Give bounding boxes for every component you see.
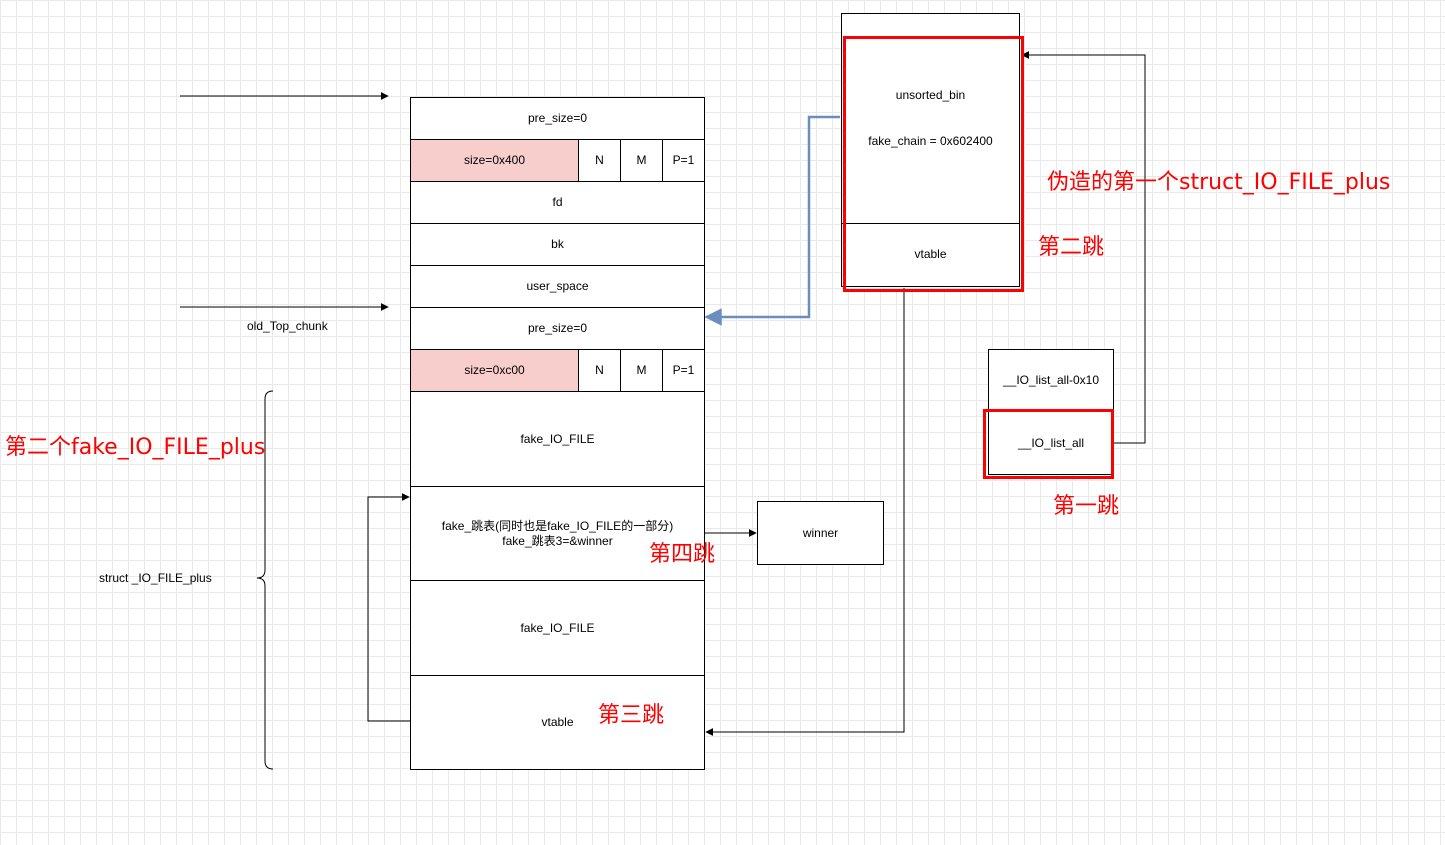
pre-size-1-text: pre_size=0 bbox=[527, 111, 588, 125]
size-1-text: size=0x400 bbox=[463, 153, 526, 167]
second-jump-annotation: 第二跳 bbox=[1038, 235, 1105, 260]
winner-box: winner bbox=[757, 501, 884, 565]
fake-first-struct-annotation: 伪造的第一个struct_IO_FILE_plus bbox=[1047, 170, 1391, 195]
loop-arrow-vtable-to-jump bbox=[367, 493, 410, 722]
struct-io-file-plus-label: struct _IO_FILE_plus bbox=[99, 571, 212, 585]
first-struct-box: unsorted_bin fake_chain = 0x602400 vtabl… bbox=[841, 13, 1020, 287]
m-1-text: M bbox=[636, 153, 647, 167]
io-list-all-highlight bbox=[983, 409, 1114, 479]
fake-chain-text: fake_chain = 0x602400 bbox=[868, 134, 993, 148]
chunk-pre-size-2: pre_size=0 bbox=[410, 307, 705, 350]
pre-size-2-text: pre_size=0 bbox=[527, 321, 588, 335]
chunk-p-1: P=1 bbox=[662, 139, 705, 182]
chunk-fake-io-file-1: fake_IO_FILE bbox=[410, 391, 705, 487]
chunk-fd: fd bbox=[410, 181, 705, 224]
chunk-bk: bk bbox=[410, 223, 705, 266]
io-list-all-minus-text: __IO_list_all-0x10 bbox=[1002, 373, 1100, 387]
chunk-n-2: N bbox=[578, 349, 621, 392]
chunk-n-1: N bbox=[578, 139, 621, 182]
n-1-text: N bbox=[595, 153, 604, 167]
arrow-vtable-to-vtable bbox=[705, 288, 905, 736]
arrow-io-list-to-struct bbox=[1021, 51, 1146, 444]
chunk-fake-jump-table: fake_跳表(同时也是fake_IO_FILE的一部分) fake_跳表3=&… bbox=[410, 486, 705, 581]
brace bbox=[256, 390, 274, 770]
chunk-size-2: size=0xc00 bbox=[410, 349, 579, 392]
first-struct-highlight bbox=[843, 36, 1024, 292]
unsorted-bin-text: unsorted_bin bbox=[895, 88, 966, 102]
io-list-all-box: __IO_list_all bbox=[988, 411, 1114, 475]
fake-io-file-2-text: fake_IO_FILE bbox=[520, 620, 595, 635]
fd-text: fd bbox=[552, 195, 563, 209]
m-2-text: M bbox=[636, 363, 647, 377]
chunk-size-1: size=0x400 bbox=[410, 139, 579, 182]
chunk-fake-io-file-2: fake_IO_FILE bbox=[410, 580, 705, 676]
fake-jump-line1-text: fake_跳表(同时也是fake_IO_FILE的一部分) bbox=[441, 518, 674, 533]
old-top-chunk-label: old_Top_chunk bbox=[247, 319, 328, 333]
chunk-p-2: P=1 bbox=[662, 349, 705, 392]
first-jump-annotation: 第一跳 bbox=[1053, 494, 1120, 519]
second-fake-io-file-plus-annotation: 第二个fake_IO_FILE_plus bbox=[5, 435, 266, 460]
chunk-vtable: vtable bbox=[410, 675, 705, 770]
third-jump-annotation: 第三跳 bbox=[598, 703, 665, 728]
n-2-text: N bbox=[595, 363, 604, 377]
chunk-user-space: user_space bbox=[410, 265, 705, 308]
io-list-all-minus-box: __IO_list_all-0x10 bbox=[988, 349, 1114, 412]
vtable-text: vtable bbox=[541, 715, 574, 729]
chunk-m-2: M bbox=[620, 349, 663, 392]
first-struct-divider bbox=[842, 223, 1019, 224]
winner-text: winner bbox=[802, 525, 839, 540]
chunk-m-1: M bbox=[620, 139, 663, 182]
fake-jump-line2-text: fake_跳表3=&winner bbox=[502, 533, 613, 548]
fake-io-file-1-text: fake_IO_FILE bbox=[520, 431, 595, 446]
bk-text: bk bbox=[551, 237, 564, 251]
first-struct-vtable-text: vtable bbox=[914, 247, 947, 261]
user-space-text: user_space bbox=[526, 279, 589, 293]
chunk-pre-size-1: pre_size=0 bbox=[410, 97, 705, 140]
p-2-text: P=1 bbox=[672, 363, 695, 377]
fourth-jump-annotation: 第四跳 bbox=[649, 542, 716, 567]
p-1-text: P=1 bbox=[672, 153, 695, 167]
io-list-all-text: __IO_list_all bbox=[1017, 435, 1085, 450]
blue-arrow-to-top-chunk bbox=[704, 115, 840, 326]
size-2-text: size=0xc00 bbox=[464, 363, 525, 377]
